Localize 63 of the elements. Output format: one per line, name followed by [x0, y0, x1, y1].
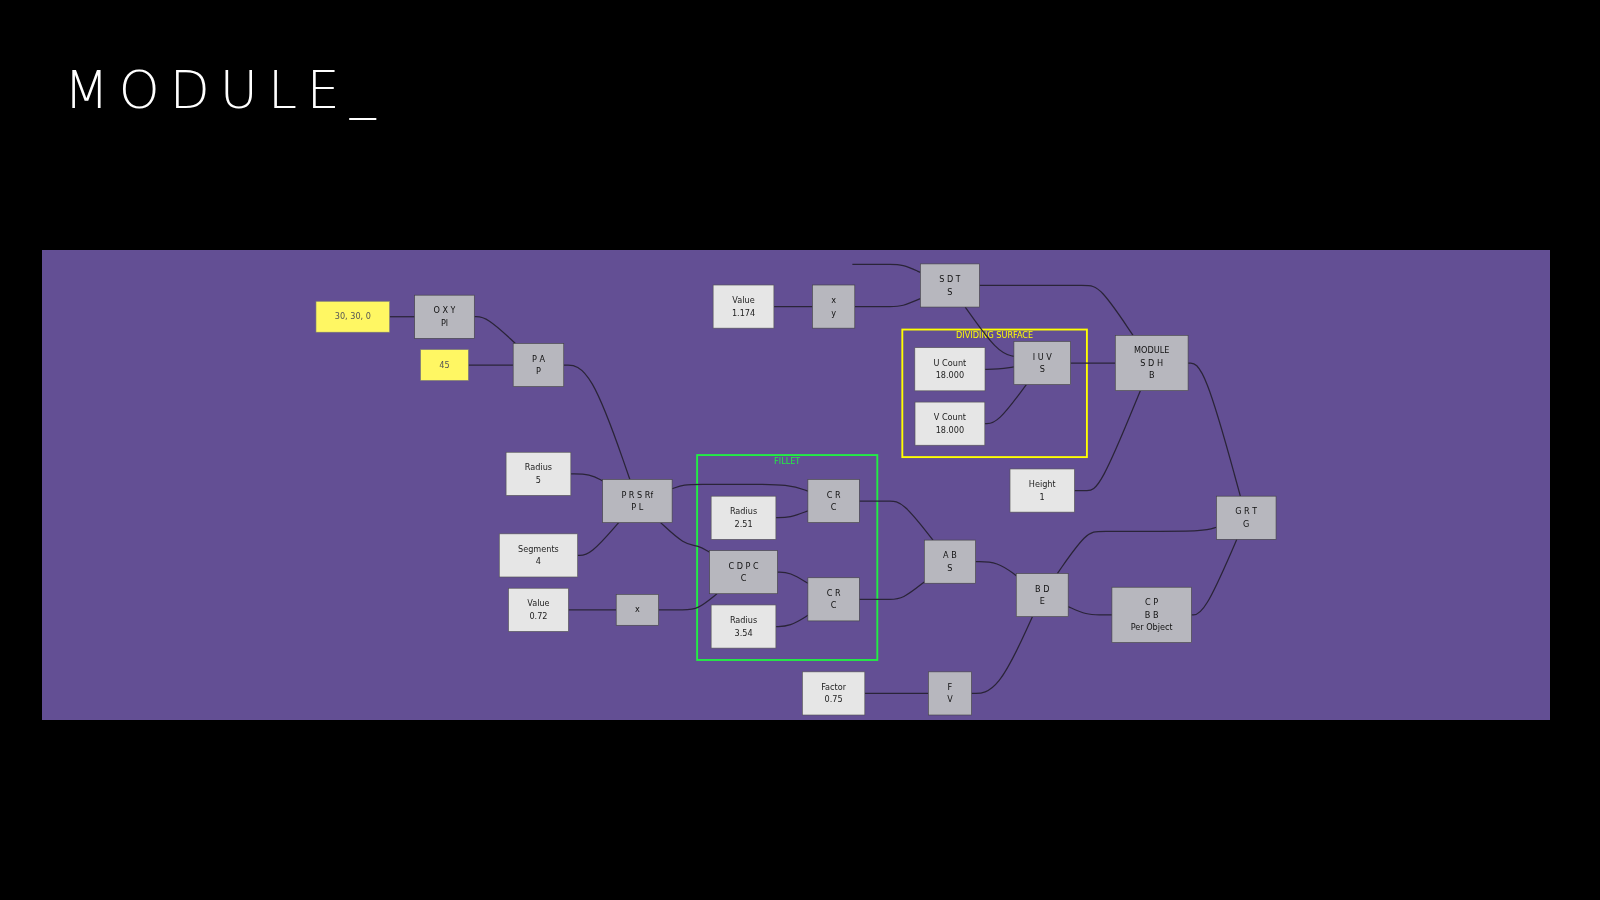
node-box [807, 577, 860, 622]
connector [775, 614, 809, 628]
node-box [914, 401, 986, 446]
node-box [1114, 335, 1189, 391]
connector [984, 366, 1015, 370]
connector [1056, 526, 1218, 575]
node-box [807, 479, 860, 523]
connector [984, 383, 1027, 425]
connector [864, 692, 929, 695]
node-box [1009, 468, 1075, 513]
node-box [1111, 586, 1192, 643]
node-box [712, 284, 775, 329]
connector [1187, 362, 1241, 497]
connector [671, 483, 809, 492]
connector [858, 500, 934, 541]
connector [854, 297, 921, 308]
node-box [710, 495, 777, 540]
node-box [1015, 573, 1069, 617]
connector [577, 521, 620, 557]
node-box [505, 451, 572, 496]
canvas-background: FILLET DIVIDING SURFACE Value 1.174 x y S D T S 30, 30, 0 O X Y Pl 45 P A P U Count 18.000 V Count 18.000 I U V S Height 1 MODULE S D H B Radius 5 Segments 4 P R S Rf P L Value 0.72 x Radius 2.51 C R C C D P C C Radius 3.54 C R C A B S B D E Factor 0.75 F V C P B B Per Object G R T G [42, 250, 1550, 720]
node-box [1013, 341, 1071, 385]
node-box [914, 347, 986, 392]
connector [389, 316, 416, 318]
node-box [615, 594, 659, 626]
node-box [802, 671, 866, 716]
node-box [512, 343, 565, 387]
connector [563, 364, 631, 481]
connector [567, 609, 617, 611]
node-box [928, 671, 972, 716]
node-box [1216, 495, 1277, 540]
connector [1190, 538, 1238, 616]
connector [1073, 390, 1141, 492]
node-box [710, 604, 777, 649]
connector [974, 561, 1017, 577]
node-box [920, 263, 980, 308]
connector [851, 263, 921, 273]
connector [775, 510, 809, 519]
node-box [420, 349, 469, 381]
connector [964, 306, 1015, 357]
connector [1067, 605, 1113, 616]
node-box [812, 284, 856, 329]
connector [773, 305, 814, 308]
cluster [901, 328, 1088, 459]
connector [978, 284, 1134, 336]
connector [659, 521, 711, 553]
node-box [498, 533, 578, 578]
connector [1069, 362, 1116, 364]
connector [570, 473, 604, 482]
connector [970, 616, 1034, 695]
node-box [315, 300, 390, 333]
node-box [602, 479, 673, 523]
cluster [696, 454, 879, 661]
connector [473, 316, 516, 345]
node-box [923, 539, 976, 584]
title: MODULE_ [64, 60, 386, 120]
connector [467, 364, 514, 366]
node-box [709, 550, 778, 595]
node-box [414, 294, 475, 339]
node-box [508, 587, 569, 632]
connector [776, 571, 809, 584]
connector [858, 581, 925, 600]
connector [657, 593, 718, 611]
